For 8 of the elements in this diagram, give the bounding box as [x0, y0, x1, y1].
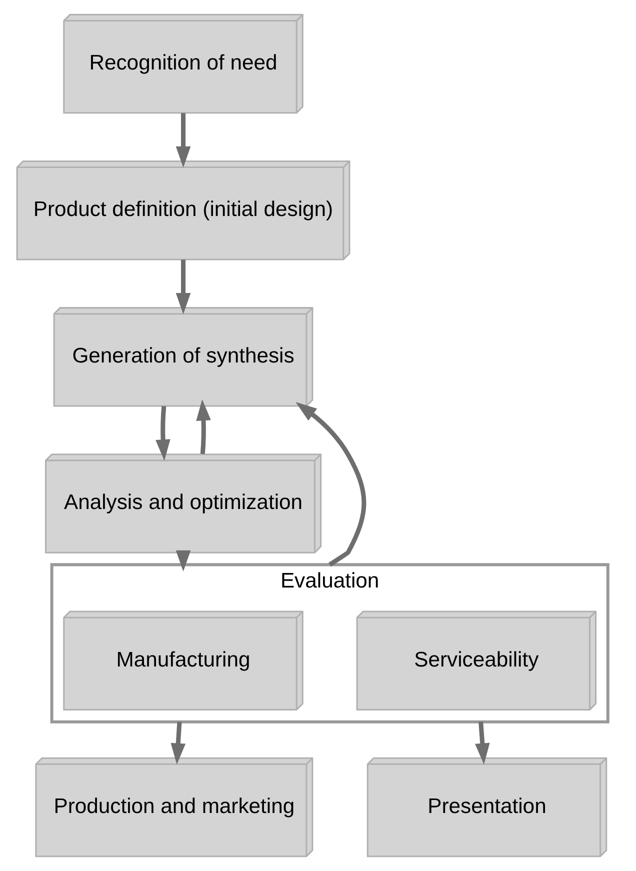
arrow [474, 722, 490, 764]
arrow [155, 406, 170, 461]
arrow [196, 399, 210, 454]
arrow [175, 113, 190, 168]
arrow [170, 722, 186, 764]
arrow [295, 402, 366, 567]
arrow [175, 260, 190, 314]
arrow [175, 550, 190, 572]
